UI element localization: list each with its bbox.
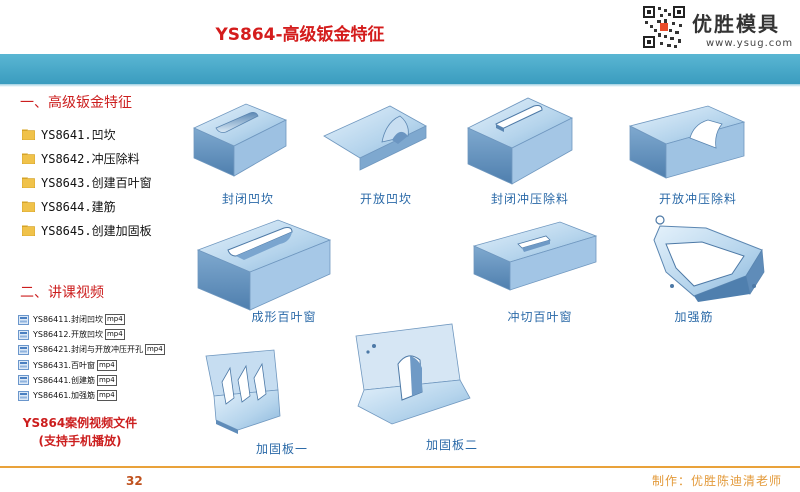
page-title: YS864-高级钣金特征 [215,25,385,45]
folder-item[interactable]: YS8643.创建百叶窗 [22,170,152,194]
part-lanced-louver [472,221,598,291]
file-type-badge: mp4 [144,344,165,356]
section-title-videos: 二、讲课视频 [20,285,104,301]
folder-item[interactable]: YS8642.冲压除料 [22,146,152,170]
video-item[interactable]: YS86411.封闭凹坎 mp4 [18,312,165,327]
logo-name: 优胜模具 [692,12,780,36]
folder-icon [22,225,35,236]
folder-icon [22,177,35,188]
qr-code-icon [642,5,686,49]
header-band-shadow [0,84,800,87]
file-type-badge: mp4 [96,390,117,402]
logo-url: www.ysug.com [706,38,794,49]
caption-open-cutout: 开放冲压除料 [658,192,738,206]
file-type-badge: mp4 [104,314,125,326]
part-open-cutout [628,105,746,179]
part-closed-cutout [467,97,573,185]
logo: 优胜模具 www.ysug.com [642,2,798,56]
video-file-icon [18,360,29,371]
part-open-emboss [323,105,427,171]
folder-label: YS8644.建筋 [41,199,116,214]
page-number: 32 [126,474,143,488]
caption-lanced-louver: 冲切百叶窗 [507,310,573,324]
caption-closed-emboss: 封闭凹坎 [221,192,275,206]
folder-icon [22,129,35,140]
caption-formed-louver: 成形百叶窗 [251,310,317,324]
video-file-icon [18,329,29,340]
footer-rule [0,466,800,468]
folder-list: YS8641.凹坎 YS8642.冲压除料 YS8643.创建百叶窗 YS864… [22,122,152,242]
caption-open-emboss: 开放凹坎 [359,192,413,206]
folder-label: YS8643.创建百叶窗 [41,175,152,190]
case-video-note: YS864案例视频文件 [22,416,138,430]
part-gusset-plate-two [355,323,471,425]
video-item[interactable]: YS86421.封闭与开放冲压开孔 mp4 [18,342,165,357]
video-file-icon [18,390,29,401]
caption-gusset-plate-one: 加固板一 [255,442,309,456]
video-label: YS86431.百叶窗 [33,360,95,370]
folder-label: YS8642.冲压除料 [41,151,140,166]
author-credit: 制作：优胜陈迪清老师 [652,474,783,488]
video-label: YS86441.创建筋 [33,375,95,385]
part-closed-emboss [193,103,287,177]
file-type-badge: mp4 [96,374,117,386]
folder-icon [22,153,35,164]
section-title-features: 一、高级钣金特征 [20,95,132,111]
video-label: YS86461.加强筋 [33,391,95,401]
video-label: YS86411.封闭凹坎 [33,315,103,325]
video-item[interactable]: YS86441.创建筋 mp4 [18,373,165,388]
video-label: YS86412.开放凹坎 [33,330,103,340]
video-file-icon [18,314,29,325]
video-item[interactable]: YS86461.加强筋 mp4 [18,388,165,403]
file-type-badge: mp4 [96,359,117,371]
case-video-subnote: (支持手机播放) [38,434,122,448]
caption-gusset-plate-two: 加固板二 [425,438,479,452]
file-type-badge: mp4 [104,329,125,341]
video-list: YS86411.封闭凹坎 mp4 YS86412.开放凹坎 mp4 YS8642… [18,312,165,403]
video-item[interactable]: YS86431.百叶窗 mp4 [18,358,165,373]
video-file-icon [18,345,29,355]
folder-item[interactable]: YS8641.凹坎 [22,122,152,146]
video-item[interactable]: YS86412.开放凹坎 mp4 [18,327,165,342]
folder-label: YS8641.凹坎 [41,127,116,142]
caption-stiffener: 加强筋 [674,310,714,324]
part-gusset-plate-one [205,349,281,434]
header-band [0,54,800,84]
folder-item[interactable]: YS8644.建筋 [22,194,152,218]
video-file-icon [18,375,29,386]
caption-closed-cutout: 封闭冲压除料 [490,192,570,206]
folder-label: YS8645.创建加固板 [41,223,152,238]
folder-item[interactable]: YS8645.创建加固板 [22,218,152,242]
folder-icon [22,201,35,212]
part-formed-louver [196,219,332,311]
part-stiffener [653,215,765,302]
video-label: YS86421.封闭与开放冲压开孔 [33,345,143,355]
